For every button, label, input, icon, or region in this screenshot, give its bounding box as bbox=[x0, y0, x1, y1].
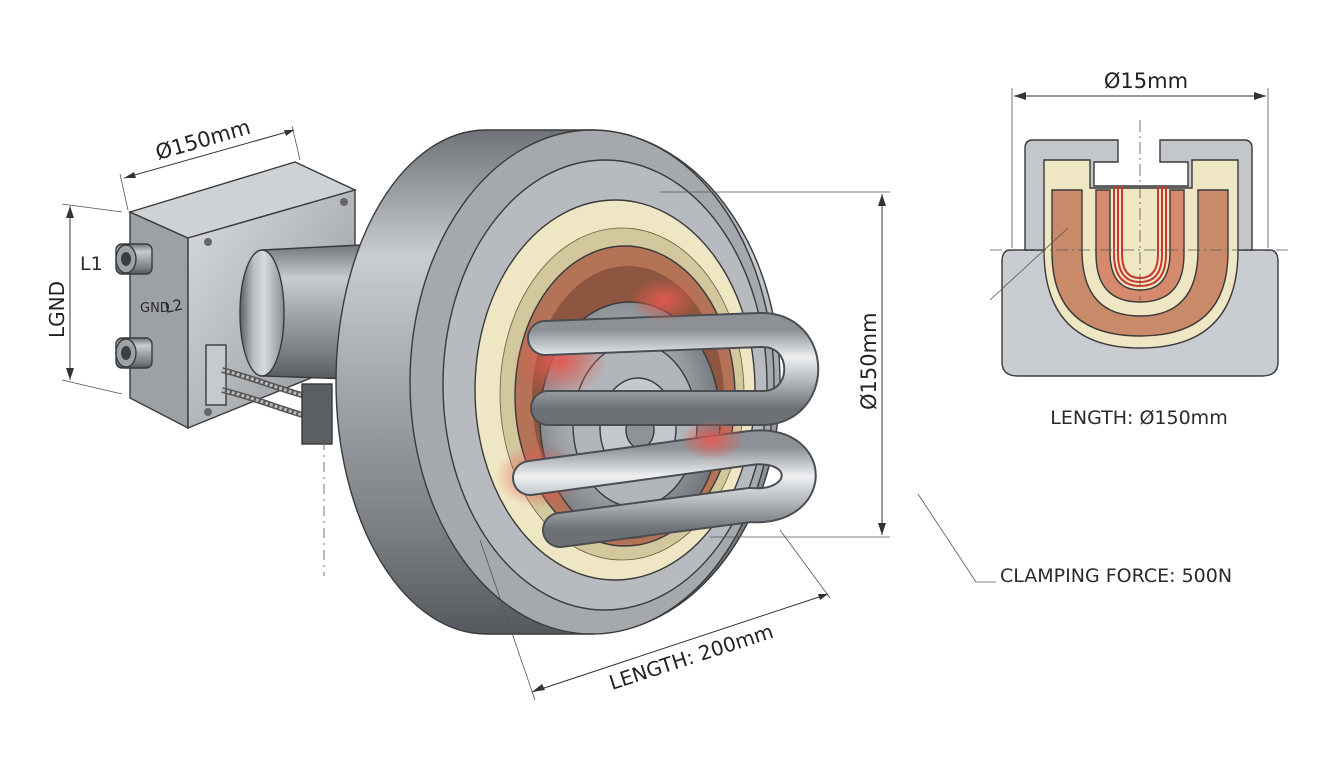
terminal-connector-l2 bbox=[115, 337, 153, 369]
section-copper-outer bbox=[1051, 189, 1229, 337]
terminal-connector-l1 bbox=[115, 243, 153, 275]
terminal-gnd-label: GND bbox=[140, 301, 170, 316]
heating-tube-lower bbox=[496, 420, 817, 548]
heating-tube-upper bbox=[512, 278, 820, 426]
dimension-ring-diameter: Ø150mm bbox=[660, 191, 890, 538]
cross-section-view bbox=[989, 120, 1290, 377]
terminal-l2-label: L2 bbox=[163, 296, 184, 317]
section-diameter-label: Ø15mm bbox=[1104, 69, 1188, 93]
screw-icon bbox=[340, 198, 348, 206]
clamping-force-label: CLAMPING FORCE: 500N bbox=[1000, 565, 1232, 587]
screw-icon bbox=[204, 408, 212, 416]
cable-bundle bbox=[205, 344, 333, 445]
dimension-lgnd: LGND bbox=[45, 203, 123, 395]
box-diameter-label: Ø150mm bbox=[153, 115, 253, 165]
side-dimension-label: LGND bbox=[45, 281, 69, 338]
terminal-l1-label: L1 bbox=[80, 253, 103, 275]
length-label: LENGTH: 200mm bbox=[606, 619, 776, 695]
screw-icon bbox=[204, 238, 212, 246]
ring-diameter-label: Ø150mm bbox=[857, 312, 881, 410]
dimension-section-diameter: Ø15mm bbox=[1011, 69, 1269, 248]
section-length-label: LENGTH: Ø150mm bbox=[1050, 407, 1227, 429]
clamping-force-callout: CLAMPING FORCE: 500N bbox=[917, 493, 1232, 587]
